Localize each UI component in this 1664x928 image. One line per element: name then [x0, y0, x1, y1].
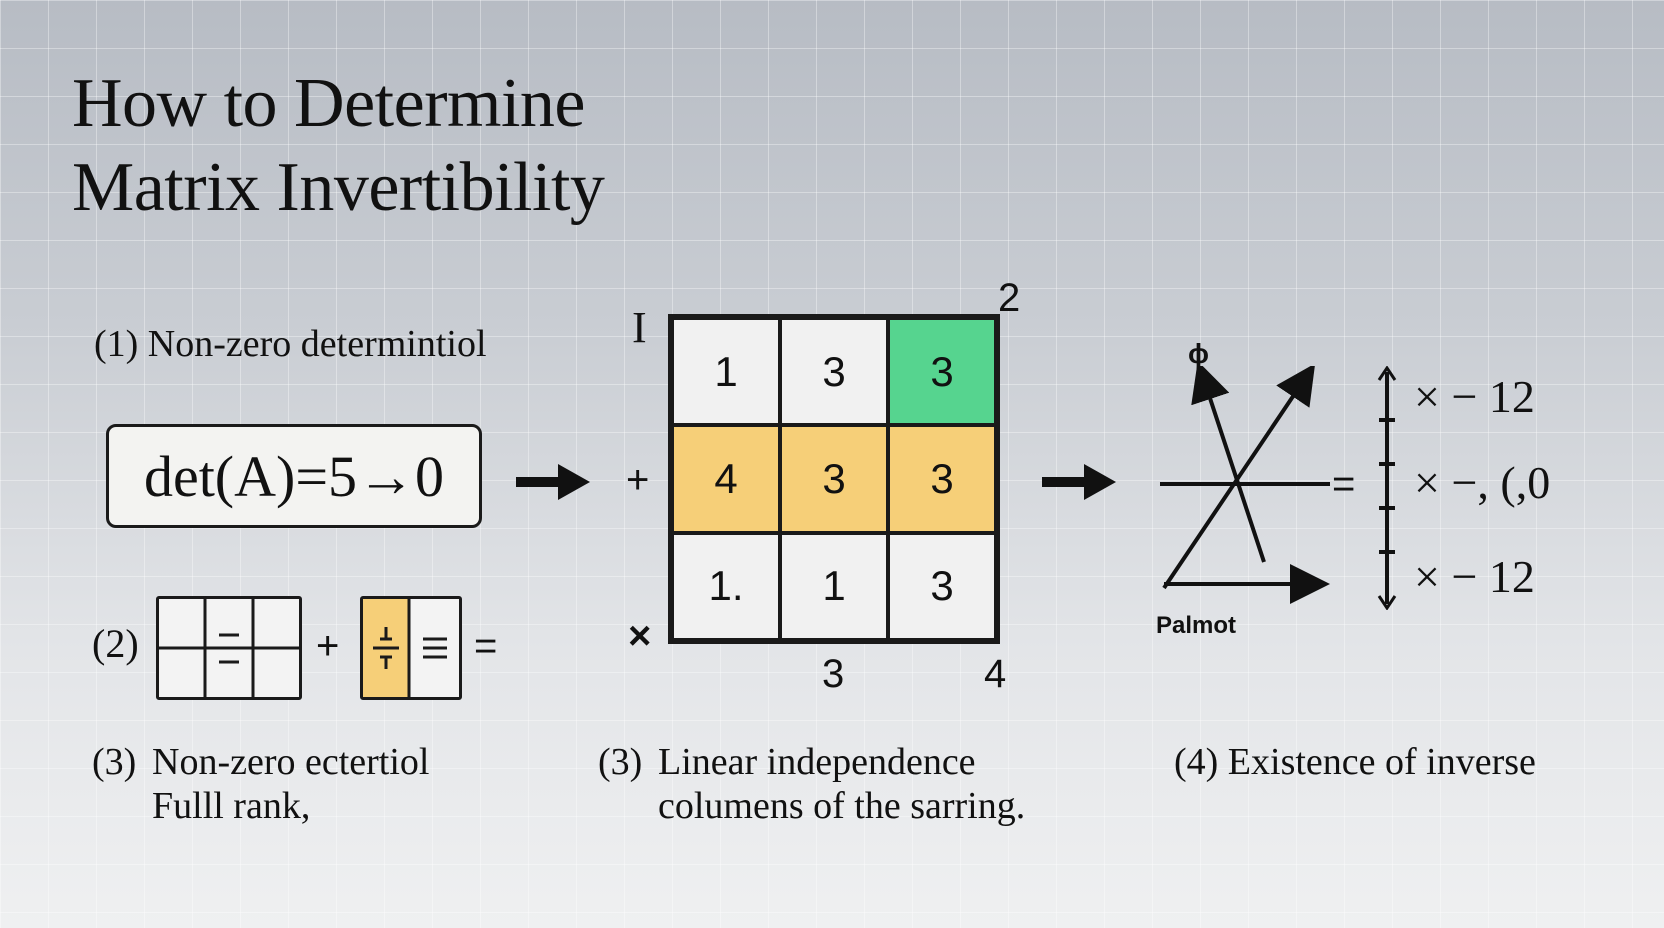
right-arrow-icon [1042, 464, 1116, 500]
axes-diagram [1160, 366, 1330, 604]
determinant-box: det(A)=5→0 [106, 424, 482, 528]
determinant-equation: det(A)=5→0 [143, 443, 445, 509]
caption-3b-number: (3) [598, 741, 643, 783]
ruler-row-3: × − 12 [1414, 551, 1535, 602]
caption-3a-line1: Non-zero ectertiol [152, 741, 430, 783]
matrix-row-plus: + [626, 458, 650, 502]
step2-label: (2) [92, 621, 139, 666]
matrix-grid: 1 3 3 4 3 3 1. 1 3 [668, 314, 1000, 644]
matrix-cell-r2c1: 4 [672, 425, 780, 533]
axes-bottom-label: Palmot [1156, 612, 1237, 639]
caption-3b-line1: Linear independence [658, 741, 976, 783]
ruler-row-2: × −, (,0 [1414, 457, 1551, 508]
mini-matrix-2 [360, 596, 462, 700]
step2-plus: + [316, 624, 340, 668]
title-line-2: Matrix Invertibility [72, 149, 605, 226]
ruler-row-1: × − 12 [1414, 371, 1535, 422]
mini-matrix-2-grid [363, 599, 447, 697]
page-title: How to Determine Matrix Invertibility [72, 62, 605, 230]
right-arrow-icon [516, 464, 590, 500]
vertical-ruler [1377, 366, 1397, 610]
caption-3a-number: (3) [92, 741, 137, 783]
caption-3b-line2: columens of the sarring. [658, 785, 1026, 827]
diagonal-arrow-2 [1162, 366, 1316, 590]
axes-equals: = [1332, 462, 1356, 506]
step1-label: (1) Non-zero determintiol [94, 323, 487, 365]
mini-matrix-1-grid [159, 599, 299, 697]
matrix-row-times: × [628, 614, 652, 658]
matrix-cell-r1c3: 3 [888, 318, 996, 426]
matrix-cell-r3c1: 1. [672, 532, 780, 640]
matrix-top-right-index: 2 [998, 276, 1021, 320]
matrix-cell-r3c3: 3 [888, 532, 996, 640]
matrix-cell-r2c2: 3 [780, 425, 888, 533]
matrix-cell-r2c3: 3 [888, 425, 996, 533]
mini-matrix-1 [156, 596, 302, 700]
axes-top-label: ɸ [1188, 338, 1209, 369]
matrix-cell-r1c2: 3 [780, 318, 888, 426]
diagonal-arrow-1 [1191, 366, 1266, 563]
matrix-cell-r1c1: 1 [672, 318, 780, 426]
matrix-corner-label: I [632, 303, 647, 352]
step2-equals: = [474, 624, 498, 668]
matrix-cell-r3c2: 1 [780, 532, 888, 640]
matrix-bottom-label-1: 3 [822, 652, 845, 696]
caption-4: (4) Existence of inverse [1174, 741, 1536, 783]
caption-3a-line2: Fulll rank, [152, 785, 311, 827]
matrix-bottom-label-2: 4 [984, 652, 1007, 696]
title-line-1: How to Determine [72, 65, 585, 142]
